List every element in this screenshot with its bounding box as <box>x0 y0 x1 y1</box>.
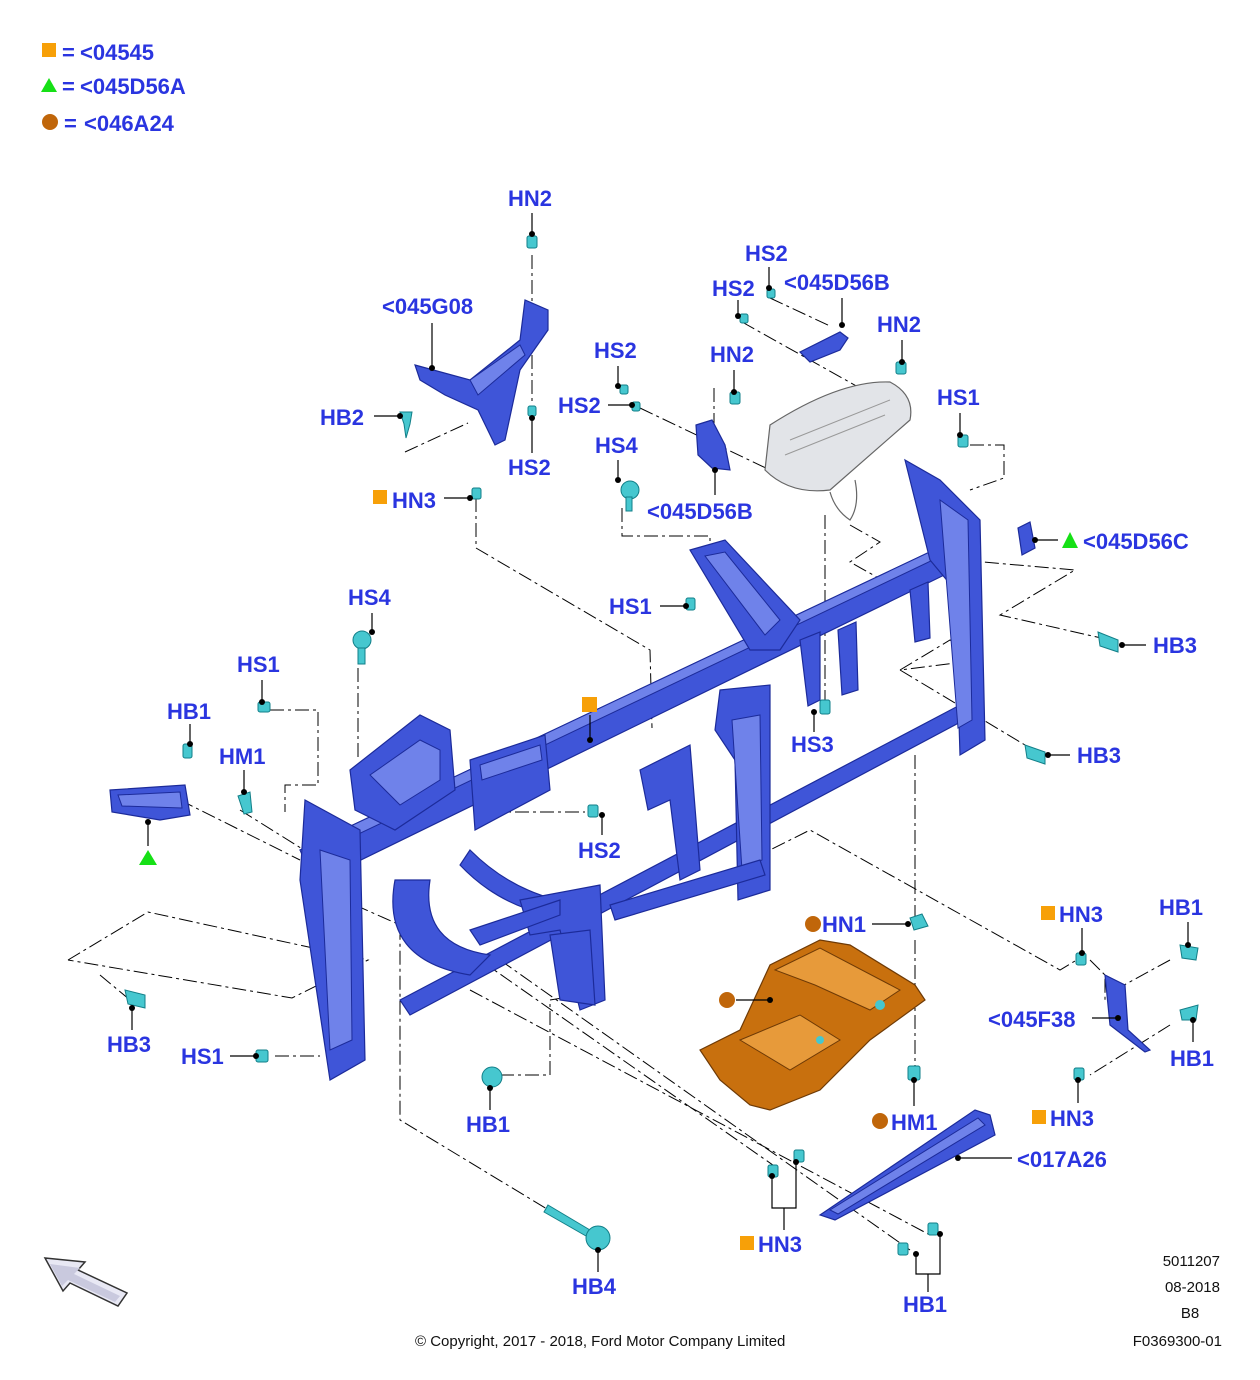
fasteners <box>124 235 1199 1256</box>
callout-045d56b: <045D56B <box>784 270 890 295</box>
callout-hs1: HS1 <box>237 652 280 677</box>
legend-code-046a24: <046A24 <box>84 111 175 136</box>
airbag-module <box>764 381 912 521</box>
callout-hb3: HB3 <box>1077 743 1121 768</box>
figure-number: F0369300-01 <box>1133 1333 1222 1350</box>
callout-hn3: HN3 <box>1059 902 1103 927</box>
callout-hb4: HB4 <box>572 1274 617 1299</box>
callout-017a26: <017A26 <box>1017 1147 1107 1172</box>
callout-hb1: HB1 <box>167 699 211 724</box>
marker-symbols <box>139 490 1078 1250</box>
legend-eq: = <box>62 74 75 99</box>
callout-hn3: HN3 <box>392 488 436 513</box>
green-triangle-icon <box>41 78 57 92</box>
callout-labels: HN2 <045G08 HB2 HS2 HN3 HS2 HS2 <045D56B… <box>107 186 1214 1317</box>
green-triangle-icon <box>1062 532 1078 548</box>
orange-square-icon <box>582 697 597 712</box>
callout-hb1: HB1 <box>466 1112 510 1137</box>
lower-cover <box>699 939 926 1111</box>
callout-hs4: HS4 <box>348 585 392 610</box>
callout-hn2: HN2 <box>877 312 921 337</box>
diagram-code: 5011207 <box>1163 1253 1220 1270</box>
callout-045g08: <045G08 <box>382 294 473 319</box>
cross-car-beam <box>299 458 986 1081</box>
callout-hn2: HN2 <box>710 342 754 367</box>
callout-hs2: HS2 <box>508 455 551 480</box>
callout-hs4: HS4 <box>595 433 639 458</box>
callout-hs1: HS1 <box>609 594 652 619</box>
callout-045d56b: <045D56B <box>647 499 753 524</box>
legend-eq: = <box>62 40 75 65</box>
diagram-revision: B8 <box>1181 1305 1199 1322</box>
callout-hs2: HS2 <box>594 338 637 363</box>
callout-hs1: HS1 <box>937 385 980 410</box>
brown-circle-icon <box>805 916 821 932</box>
orange-square-icon <box>740 1236 754 1250</box>
orange-square-icon <box>373 490 387 504</box>
callout-hb1: HB1 <box>1170 1046 1214 1071</box>
legend: = <04545 = <045D56A = <046A24 <box>41 40 186 136</box>
orange-square-icon <box>42 43 56 57</box>
legend-code-045d56a: <045D56A <box>80 74 186 99</box>
legend-eq: = <box>64 111 77 136</box>
callout-hn2: HN2 <box>508 186 552 211</box>
callout-hs3: HS3 <box>791 732 834 757</box>
callout-hb1: HB1 <box>903 1292 947 1317</box>
callout-hb2: HB2 <box>320 405 364 430</box>
brackets <box>109 299 1152 1221</box>
callout-hm1: HM1 <box>891 1110 937 1135</box>
callout-hn3: HN3 <box>758 1232 802 1257</box>
leader-lines <box>129 213 1196 1292</box>
direction-arrow-icon <box>43 1257 129 1307</box>
callout-hb3: HB3 <box>1153 633 1197 658</box>
legend-code-04545: <04545 <box>80 40 154 65</box>
callout-045d56c: <045D56C <box>1083 529 1189 554</box>
callout-hs1: HS1 <box>181 1044 224 1069</box>
brown-circle-icon <box>872 1113 888 1129</box>
orange-square-icon <box>1041 906 1055 920</box>
callout-045f38: <045F38 <box>988 1007 1075 1032</box>
callout-hn3: HN3 <box>1050 1106 1094 1131</box>
brown-circle-icon <box>719 992 735 1008</box>
orange-square-icon <box>1032 1110 1046 1124</box>
brown-circle-icon <box>42 114 58 130</box>
callout-hs2: HS2 <box>712 276 755 301</box>
callout-hm1: HM1 <box>219 744 265 769</box>
callout-hs2: HS2 <box>745 241 788 266</box>
callout-hs2: HS2 <box>578 838 621 863</box>
callout-hb1: HB1 <box>1159 895 1203 920</box>
callout-hn1: HN1 <box>822 912 866 937</box>
diagram-date: 08-2018 <box>1165 1279 1220 1296</box>
green-triangle-icon <box>139 850 157 865</box>
footer: 5011207 08-2018 B8 © Copyright, 2017 - 2… <box>415 1253 1222 1350</box>
copyright: © Copyright, 2017 - 2018, Ford Motor Com… <box>415 1333 785 1350</box>
callout-hb3: HB3 <box>107 1032 151 1057</box>
callout-hs2: HS2 <box>558 393 601 418</box>
